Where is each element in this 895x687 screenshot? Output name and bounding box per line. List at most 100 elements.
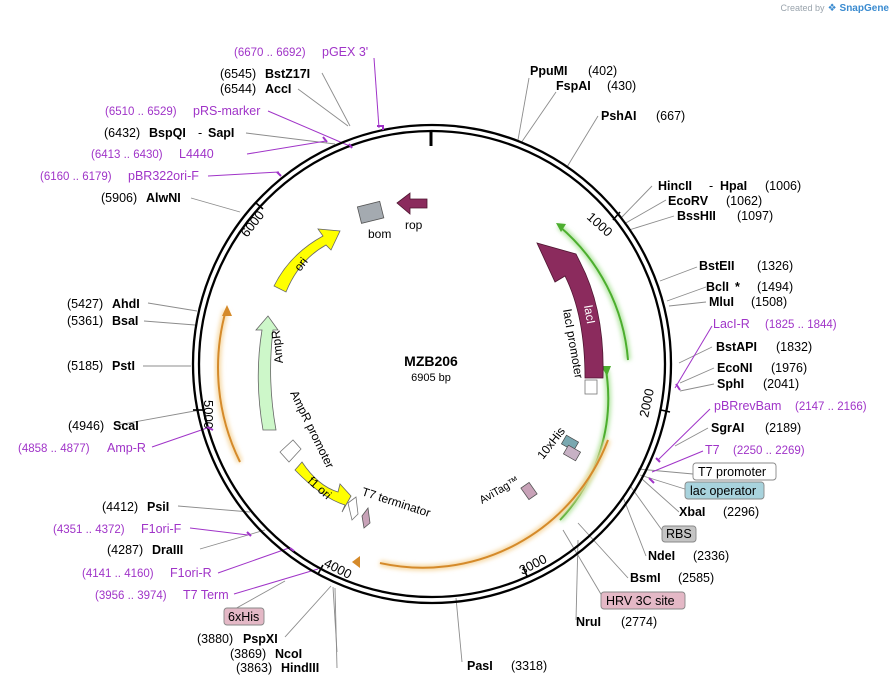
site-BclI[interactable]: BclI*(1494) <box>706 280 793 294</box>
svg-text:AhdI: AhdI <box>112 297 140 311</box>
site-BstEII[interactable]: BstEII(1326) <box>699 259 793 273</box>
feature-10xHis[interactable] <box>560 434 582 462</box>
svg-text:(4351 .. 4372): (4351 .. 4372) <box>53 524 125 536</box>
site-BstAPI[interactable]: BstAPI(1832) <box>716 340 812 354</box>
feature-rop[interactable] <box>396 192 428 215</box>
site-HincII-HpaI[interactable]: HincII-HpaI(1006) <box>658 179 801 193</box>
site-PstI[interactable]: (5185)PstI <box>67 359 135 373</box>
site-PsiI[interactable]: (4412)PsiI <box>102 500 169 514</box>
primer-pBR322ori-F[interactable]: (6160 .. 6179)pBR322ori-F <box>40 169 199 183</box>
svg-text:6xHis: 6xHis <box>228 610 259 624</box>
site-SgrAI[interactable]: SgrAI(2189) <box>711 421 801 435</box>
box-lac-operator[interactable]: lac operator <box>684 481 765 500</box>
feature-AmpR[interactable] <box>255 315 279 431</box>
box-T7-promoter[interactable]: T7 promoter <box>692 462 777 481</box>
site-MluI[interactable]: MluI(1508) <box>709 295 787 309</box>
svg-text:NcoI: NcoI <box>275 647 302 661</box>
svg-text:pBRrevBam: pBRrevBam <box>714 399 781 413</box>
site-labels: PpuMI(402) FspAI(430) PshAI(667) HincII-… <box>67 64 812 675</box>
site-XbaI[interactable]: XbaI(2296) <box>679 505 759 519</box>
site-PasI[interactable]: PasI(3318) <box>467 659 547 673</box>
site-EcoNI[interactable]: EcoNI(1976) <box>717 361 807 375</box>
site-PspXI[interactable]: (3880)PspXI <box>197 632 278 646</box>
primer-markers <box>206 125 681 552</box>
primer-pBRrevBam[interactable]: pBRrevBam(2147 .. 2166) <box>714 399 867 413</box>
svg-text:(2250 .. 2269): (2250 .. 2269) <box>733 445 805 457</box>
svg-text:PstI: PstI <box>112 359 135 373</box>
svg-text:(4858 .. 4877): (4858 .. 4877) <box>18 443 90 455</box>
box-HRV-3C-site[interactable]: HRV 3C site <box>600 591 686 610</box>
feature-AviTag[interactable] <box>520 481 538 501</box>
primer-LacI-R[interactable]: LacI-R(1825 .. 1844) <box>713 317 837 331</box>
site-PpuMI[interactable]: PpuMI(402) <box>530 64 617 78</box>
site-BssHII[interactable]: BssHII(1097) <box>677 209 773 223</box>
site-SphI[interactable]: SphI(2041) <box>717 377 799 391</box>
site-AccI[interactable]: (6544) AccI <box>220 82 291 96</box>
svg-text:(1825 .. 1844): (1825 .. 1844) <box>765 319 837 331</box>
site-HindIII[interactable]: (3863)HindIII <box>236 661 319 675</box>
primer-L4440[interactable]: (6413 .. 6430)L4440 <box>91 147 214 161</box>
site-ScaI[interactable]: (4946)ScaI <box>68 419 139 433</box>
primer-F1ori-F[interactable]: (4351 .. 4372) F1ori-F <box>53 522 182 536</box>
site-AlwNI[interactable]: (5906)AlwNI <box>101 191 181 205</box>
svg-text:(3956 .. 3974): (3956 .. 3974) <box>95 590 167 602</box>
site-AhdI[interactable]: (5427) AhdI <box>67 297 140 311</box>
site-DraIII[interactable]: (4287)DraIII <box>107 543 183 557</box>
svg-text:L4440: L4440 <box>179 147 214 161</box>
svg-text:(1006): (1006) <box>765 179 801 193</box>
svg-text:(667): (667) <box>656 109 685 123</box>
label-AmpR-promoter: AmpR promoter <box>287 388 337 470</box>
orf-arcs <box>215 223 631 571</box>
primer-pRS-marker[interactable]: (6510 .. 6529)pRS-marker <box>105 104 260 118</box>
svg-text:(1097): (1097) <box>737 209 773 223</box>
label-T7-terminator: T7 terminator <box>360 485 432 520</box>
site-BsmI[interactable]: BsmI(2585) <box>630 571 714 585</box>
feature-bom[interactable] <box>356 200 385 224</box>
feature-T7-terminator[interactable] <box>347 496 359 521</box>
feature-f1-ori[interactable] <box>294 461 352 513</box>
site-PshAI[interactable]: PshAI(667) <box>601 109 685 123</box>
site-BsaI[interactable]: (5361)BsaI <box>67 314 138 328</box>
snapgene-logo-icon: ❖ <box>827 3 837 14</box>
site-NcoI[interactable]: (3869)NcoI <box>230 647 302 661</box>
svg-text:(6510 .. 6529): (6510 .. 6529) <box>105 106 177 118</box>
svg-text:(2336): (2336) <box>693 549 729 563</box>
site-NdeI[interactable]: NdeI(2336) <box>648 549 729 563</box>
site-BspQI-SapI[interactable]: (6432)BspQI-SapI <box>104 126 234 140</box>
site-FspAI[interactable]: FspAI(430) <box>556 79 636 93</box>
svg-text:(2296): (2296) <box>723 505 759 519</box>
svg-text:(6544): (6544) <box>220 82 256 96</box>
svg-text:BstAPI: BstAPI <box>716 340 757 354</box>
site-BstZ17I[interactable]: (6545)BstZ17I <box>220 67 310 81</box>
box-6xHis[interactable]: 6xHis <box>223 607 265 626</box>
orf-orange-bottom <box>379 439 609 569</box>
svg-text:(4946): (4946) <box>68 419 104 433</box>
svg-text:AccI: AccI <box>265 82 291 96</box>
primer-pGEX3[interactable]: (6670 .. 6692)pGEX 3' <box>234 45 368 59</box>
orf-green-upper <box>558 225 629 361</box>
svg-text:(5427): (5427) <box>67 297 103 311</box>
site-NruI[interactable]: NruI(2774) <box>576 615 657 629</box>
svg-text:F1ori-F: F1ori-F <box>141 522 182 536</box>
svg-text:HindIII: HindIII <box>281 661 319 675</box>
primer-F1ori-R[interactable]: (4141 .. 4160) F1ori-R <box>82 566 212 580</box>
primer-T7[interactable]: T7(2250 .. 2269) <box>705 443 805 457</box>
svg-text:(4141 .. 4160): (4141 .. 4160) <box>82 568 154 580</box>
site-EcoRV[interactable]: EcoRV(1062) <box>668 194 762 208</box>
feature-AmpR-promoter[interactable] <box>279 439 302 463</box>
feature-ori[interactable] <box>273 228 341 293</box>
feature-lacI-promoter[interactable] <box>584 379 598 395</box>
svg-text:HincII: HincII <box>658 179 692 193</box>
primer-Amp-R[interactable]: (4858 .. 4877)Amp-R <box>18 441 146 455</box>
svg-text:F1ori-R: F1ori-R <box>170 566 212 580</box>
feature-lacI[interactable] <box>536 242 604 379</box>
svg-text:BsmI: BsmI <box>630 571 661 585</box>
primer-T7-Term[interactable]: (3956 .. 3974)T7 Term <box>95 588 229 602</box>
credit-brand[interactable]: SnapGene <box>839 3 889 14</box>
label-rop: rop <box>405 218 423 232</box>
box-RBS[interactable]: RBS <box>661 525 697 543</box>
svg-text:BstZ17I: BstZ17I <box>265 67 310 81</box>
label-AmpR: AmpR <box>269 329 286 364</box>
credit: Created by❖SnapGene <box>781 3 889 14</box>
